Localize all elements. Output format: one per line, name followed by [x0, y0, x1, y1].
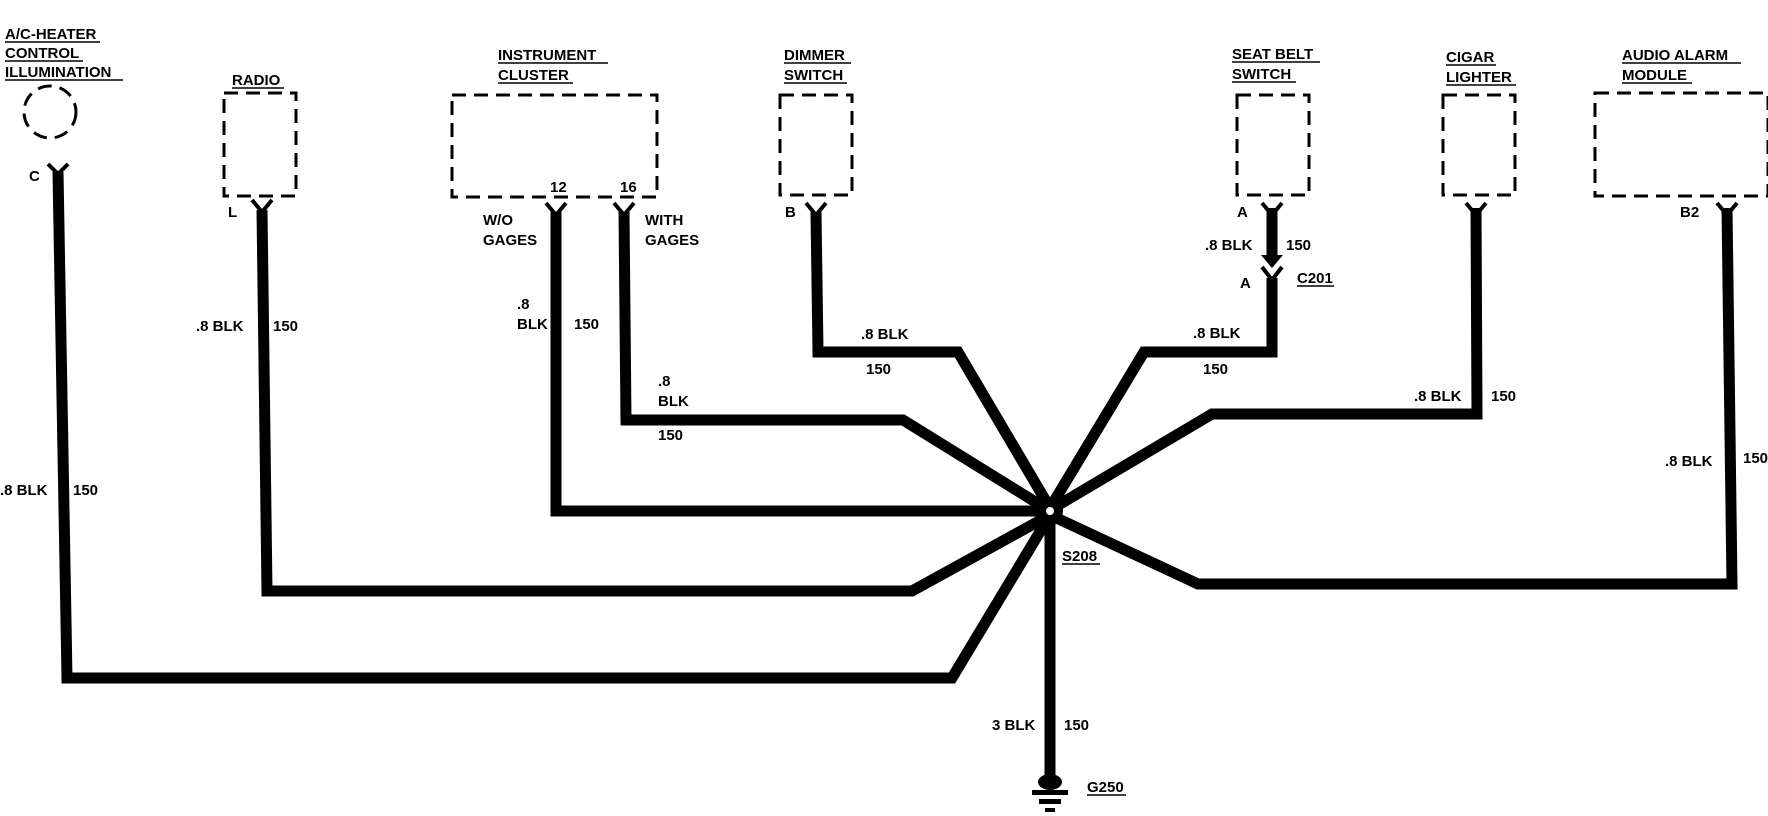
wire-audio-size: .8 BLK [1665, 453, 1713, 470]
wire-cluster-with-size: .8 BLK [658, 373, 689, 410]
connector-c201-label: C201 [1297, 270, 1333, 287]
audio-alarm-module-component [1593, 91, 1768, 198]
radio-component [222, 91, 298, 198]
wire-cluster-with-circuit: 150 [658, 427, 683, 444]
wire-dimmer [810, 211, 1055, 511]
cluster-title: INSTRUMENT CLUSTER [498, 47, 601, 84]
pin-seatbelt: A [1237, 204, 1248, 221]
wire-audio-circuit: 150 [1743, 450, 1768, 467]
wire-dimmer-circuit: 150 [866, 361, 891, 378]
wire-cluster-wo [550, 212, 1050, 517]
pin-c201: A [1240, 275, 1251, 292]
wire-radio [256, 209, 1053, 597]
seatbelt-title: SEAT BELT SWITCH [1232, 46, 1317, 83]
wire-cigar-circuit: 150 [1491, 388, 1516, 405]
ground-symbol-g250 [1032, 774, 1068, 812]
wire-cigar [1047, 207, 1483, 515]
wire-ground-circuit: 150 [1064, 717, 1089, 734]
ground-g250-label: G250 [1087, 779, 1124, 796]
wire-ac [52, 171, 1055, 684]
wire-radio-size: .8 BLK [196, 318, 244, 335]
pin-audio: B2 [1680, 204, 1699, 221]
pin-ac: C [29, 168, 40, 185]
splice-s208-label: S208 [1062, 548, 1097, 565]
dimmer-title: DIMMER SWITCH [784, 47, 849, 84]
terminal-symbols [46, 162, 1739, 284]
wire-radio-circuit: 150 [273, 318, 298, 335]
wire-cluster-wo-circuit: 150 [574, 316, 599, 333]
wire-seatbelt-lower [1045, 278, 1278, 511]
pin-radio: L [228, 204, 237, 221]
wire-cluster-wo-size: .8 BLK [517, 296, 548, 333]
pin-cluster-16: 16 [620, 179, 637, 196]
wire-ac-circuit: 150 [73, 482, 98, 499]
cluster-note-wo: W/O GAGES [483, 212, 537, 249]
ac-heater-illumination-bulb [22, 84, 78, 140]
cluster-note-with: WITH GAGES [645, 212, 699, 249]
ac-title-underline [5, 41, 123, 81]
cigar-lighter-component [1441, 93, 1517, 197]
cigar-title: CIGAR LIGHTER [1446, 49, 1512, 86]
wire-seatbelt-lower-size: .8 BLK [1193, 325, 1241, 342]
connector-c201-male [1261, 255, 1283, 268]
wire-ac-size: .8 BLK [0, 482, 48, 499]
pin-dimmer: B [785, 204, 796, 221]
wire-seatbelt-lower-circuit: 150 [1203, 361, 1228, 378]
instrument-cluster-component [450, 93, 659, 199]
wire-seatbelt-upper-size: .8 BLK [1205, 237, 1253, 254]
dimmer-switch-component [778, 93, 854, 197]
wire-dimmer-size: .8 BLK [861, 326, 909, 343]
wire-ground-size: 3 BLK [992, 717, 1036, 734]
wire-audio [1047, 207, 1738, 590]
wire-cluster-with [618, 211, 1053, 516]
pin-cluster-12: 12 [550, 179, 567, 196]
radio-title: RADIO [232, 72, 281, 89]
seat-belt-switch-component [1235, 93, 1311, 197]
splice-s208-hole [1046, 507, 1054, 515]
ac-title: A/C-HEATER CONTROL ILLUMINATION [5, 26, 111, 81]
audio-title: AUDIO ALARM MODULE [1622, 47, 1732, 84]
wire-cigar-size: .8 BLK [1414, 388, 1462, 405]
wires [52, 171, 1738, 780]
wire-seatbelt-upper-circuit: 150 [1286, 237, 1311, 254]
